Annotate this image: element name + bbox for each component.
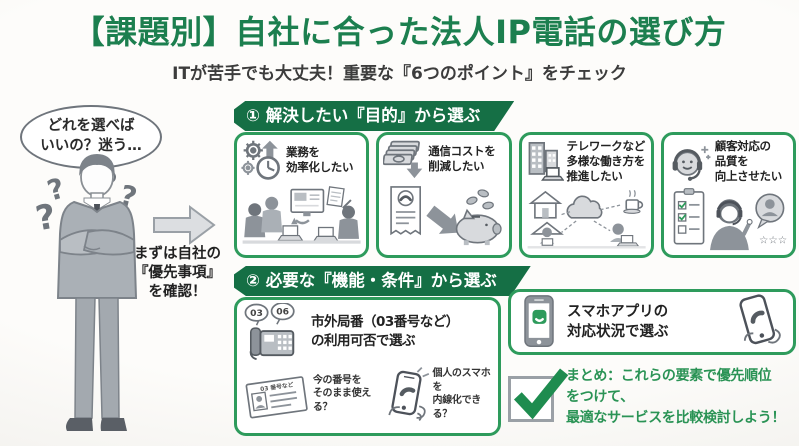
right-arrow-icon (153, 205, 216, 245)
card-label: 通信コストを 削減したい (428, 144, 496, 173)
card-label: 顧客対応の 品質を 向上させたい (714, 139, 783, 183)
smartphone-hand-illustration (739, 294, 781, 345)
page-title: 【課題別】自社に合った法人IP電話の選び方 (72, 13, 727, 51)
meeting-illustration (242, 186, 361, 244)
desk-phone-icon: 03 06 (244, 303, 295, 361)
speech-bubble-text: どれを選べば いいの？迷う… (40, 118, 142, 154)
summary-checkbox (508, 368, 569, 422)
question-left: 今の番号を そのまま使える？ (312, 374, 372, 413)
money-stack-down-arrow-icon (383, 140, 423, 179)
receipt-piggybank-illustration (390, 186, 502, 246)
headset-smile-icon (672, 146, 711, 182)
smartphone-app-card: スマホアプリの 対応状況で選ぶ (508, 289, 796, 355)
page-subtitle: ITが苦手でも大丈夫！重要な『6つのポイント』をチェック (172, 64, 627, 84)
priority-note: まずは自社の 『優先事項』 を確認！ (134, 246, 221, 300)
bubble-06: 06 (276, 307, 289, 318)
rating-stars: ☆☆☆ (759, 234, 787, 246)
customer-support-illustration: ☆☆☆ (673, 187, 787, 250)
summary-block: まとめ：これらの要素で優先順位 をつけて、 最適なサービスを比較検討しよう！ (508, 366, 799, 429)
card-telework: テレワークなど 多様な働き方を 推進したい (518, 132, 654, 258)
card-cost: 通信コストを 削減したい (376, 132, 512, 258)
bubble-03: 03 (250, 308, 263, 319)
question-right: 個人のスマホを 内線化できる？ (432, 368, 491, 420)
office-buildings-laptop-icon (528, 142, 564, 182)
area-code-title: 市外局番（03番号など） の利用可否で選ぶ (311, 314, 459, 349)
business-card-illustration: 03 番号など (245, 376, 308, 419)
section2-heading: ② 必要な『機能・条件』から選ぶ (234, 266, 531, 296)
card-support: 顧客対応の 品質を 向上させたい (660, 132, 796, 258)
summary-text: まとめ：これらの要素で優先順位 をつけて、 最適なサービスを比較検討しよう！ (566, 368, 786, 426)
card-label: 業務を 効率化したい (286, 145, 354, 174)
smartphone-app-icon (524, 295, 554, 348)
card-efficiency: 業務を 効率化したい (234, 132, 370, 258)
section1-heading: ① 解決したい『目的』から選ぶ (234, 101, 514, 131)
smartphone-app-label: スマホアプリの 対応状況で選ぶ (567, 303, 669, 340)
gears-clock-up-arrow-icon (241, 140, 280, 180)
purpose-cards: 業務を 効率化したい (234, 132, 796, 258)
checkmark-icon (513, 368, 569, 420)
area-code-card: 03 06 市外局番（03番号など） の利用可否で選ぶ (234, 297, 501, 436)
card-label: テレワークなど 多様な働き方を 推進したい (566, 139, 646, 183)
businessman-illustration (56, 154, 138, 431)
smartphone-hand-illustration (388, 367, 429, 421)
telework-illustration (527, 189, 646, 249)
